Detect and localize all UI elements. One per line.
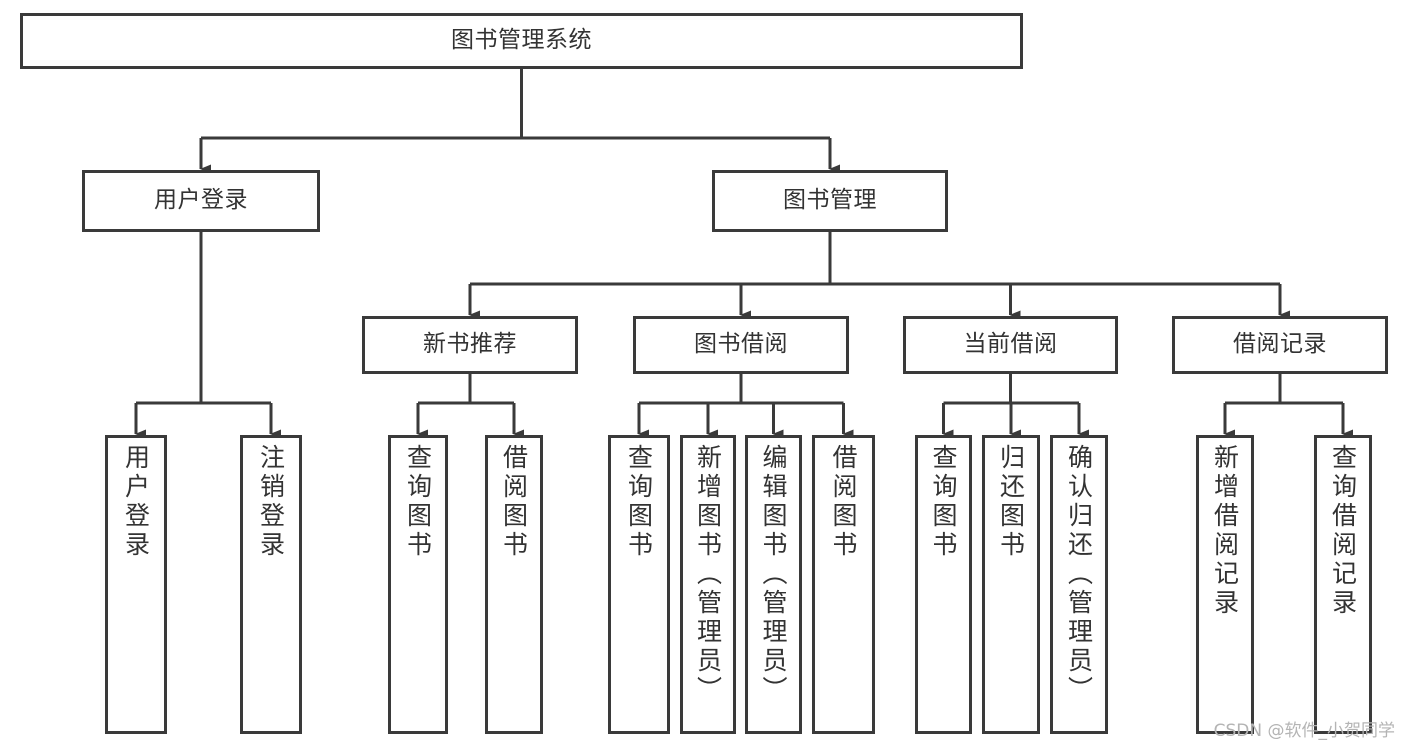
- node-label-current-1: 查询图书: [929, 444, 958, 560]
- node-label-borrow: 图书借阅: [694, 331, 788, 358]
- node-label-bookmgmt: 图书管理: [783, 187, 877, 214]
- node-label-root: 图书管理系统: [451, 27, 592, 54]
- node-borrow-4[interactable]: 借阅图书: [812, 435, 875, 734]
- node-label-login: 用户登录: [154, 187, 248, 214]
- node-label-borrow-1: 查询图书: [624, 444, 654, 560]
- node-records-2[interactable]: 查询借阅记录: [1314, 435, 1372, 734]
- node-label-newbook: 新书推荐: [423, 331, 517, 358]
- node-login-1[interactable]: 用户登录: [105, 435, 167, 734]
- node-label-newbook-1: 查询图书: [403, 444, 433, 560]
- node-current-3[interactable]: 确认归还（管理员）: [1050, 435, 1108, 734]
- node-label-current-2: 归还图书: [996, 444, 1026, 560]
- node-current-1[interactable]: 查询图书: [915, 435, 972, 734]
- node-newbook-1[interactable]: 查询图书: [388, 435, 448, 734]
- node-borrow-1[interactable]: 查询图书: [608, 435, 670, 734]
- node-label-borrow-4: 借阅图书: [829, 444, 858, 560]
- node-label-borrow-3: 编辑图书（管理员）: [759, 444, 788, 705]
- node-label-current: 当前借阅: [963, 331, 1058, 358]
- node-label-records-2: 查询借阅记录: [1328, 444, 1358, 618]
- node-bookmgmt[interactable]: 图书管理: [712, 170, 948, 232]
- node-current[interactable]: 当前借阅: [903, 316, 1118, 374]
- csdn-watermark: CSDN @软件_小贺同学: [1213, 721, 1395, 741]
- node-newbook-2[interactable]: 借阅图书: [485, 435, 543, 734]
- node-label-login-2: 注销登录: [256, 444, 286, 560]
- node-label-records: 借阅记录: [1233, 331, 1327, 358]
- node-login[interactable]: 用户登录: [82, 170, 320, 232]
- node-borrow-2[interactable]: 新增图书（管理员）: [680, 435, 736, 734]
- node-label-records-1: 新增借阅记录: [1210, 444, 1240, 618]
- node-records-1[interactable]: 新增借阅记录: [1196, 435, 1254, 734]
- node-root[interactable]: 图书管理系统: [20, 13, 1023, 69]
- node-current-2[interactable]: 归还图书: [982, 435, 1040, 734]
- node-label-newbook-2: 借阅图书: [499, 444, 529, 560]
- node-borrow[interactable]: 图书借阅: [633, 316, 849, 374]
- node-borrow-3[interactable]: 编辑图书（管理员）: [745, 435, 802, 734]
- node-label-login-1: 用户登录: [121, 444, 151, 560]
- node-records[interactable]: 借阅记录: [1172, 316, 1388, 374]
- node-label-current-3: 确认归还（管理员）: [1064, 444, 1094, 705]
- node-label-borrow-2: 新增图书（管理员）: [693, 444, 723, 705]
- node-newbook[interactable]: 新书推荐: [362, 316, 578, 374]
- node-login-2[interactable]: 注销登录: [240, 435, 302, 734]
